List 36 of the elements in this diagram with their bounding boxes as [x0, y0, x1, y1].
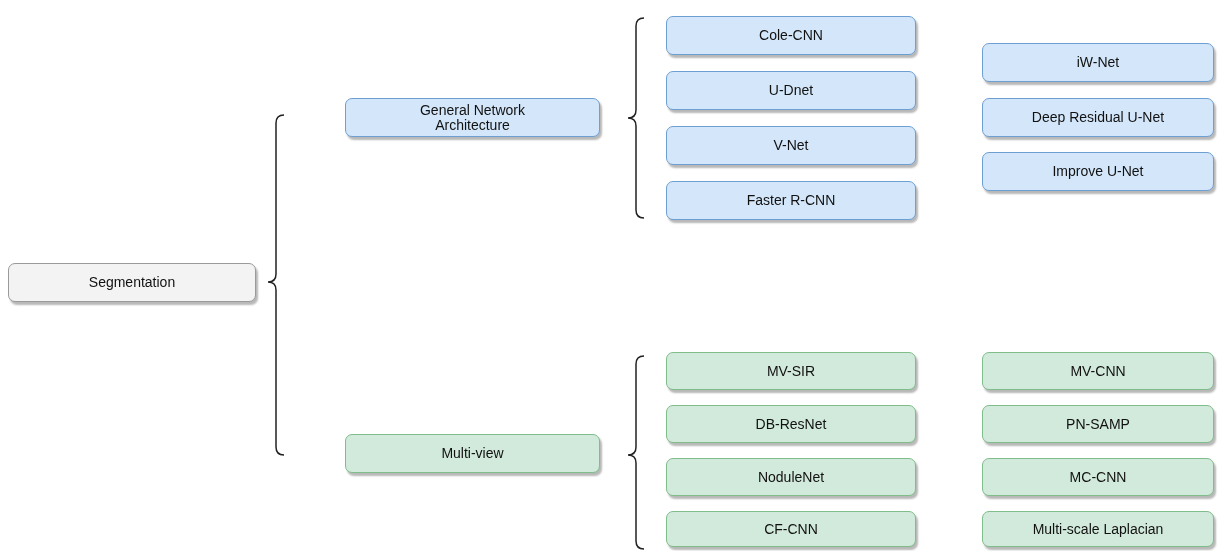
node-label: iW-Net: [1076, 55, 1120, 70]
node-label: PN-SAMP: [1066, 416, 1130, 432]
node-box: [666, 458, 916, 496]
node-label: Segmentation: [88, 275, 176, 290]
node-box: [8, 263, 256, 302]
node-label: MV-SIR: [766, 363, 816, 379]
node-box: [666, 126, 916, 165]
node-box: [345, 98, 600, 137]
node-label: V-Net: [773, 138, 809, 153]
node-label: Faster R-CNN: [746, 193, 836, 208]
node-box: [982, 511, 1214, 547]
node-box: [345, 434, 600, 473]
node-label: NoduleNet: [757, 469, 825, 485]
node-box: [982, 352, 1214, 390]
node-box: [982, 43, 1214, 82]
node-label: General Network Architecture: [418, 102, 526, 133]
node-box: [666, 405, 916, 443]
node-label: MC-CNN: [1069, 469, 1127, 485]
node-box: [982, 405, 1214, 443]
node-label: DB-ResNet: [755, 416, 827, 432]
node-label: Multi-view: [441, 446, 504, 461]
node-label: Multi-scale Laplacian: [1032, 521, 1164, 537]
node-box: [666, 181, 916, 220]
node-label: Improve U-Net: [1052, 164, 1144, 179]
node-box: [982, 98, 1214, 137]
node-label: Deep Residual U-Net: [1031, 110, 1165, 125]
node-box: [666, 352, 916, 390]
node-box: [982, 152, 1214, 191]
node-box: [666, 16, 916, 55]
node-label: CF-CNN: [764, 521, 818, 537]
node-box: [666, 71, 916, 110]
node-box: [982, 458, 1214, 496]
node-label: U-Dnet: [768, 83, 814, 98]
node-label: Cole-CNN: [759, 28, 823, 43]
node-label: MV-CNN: [1070, 363, 1126, 379]
node-box: [666, 511, 916, 547]
